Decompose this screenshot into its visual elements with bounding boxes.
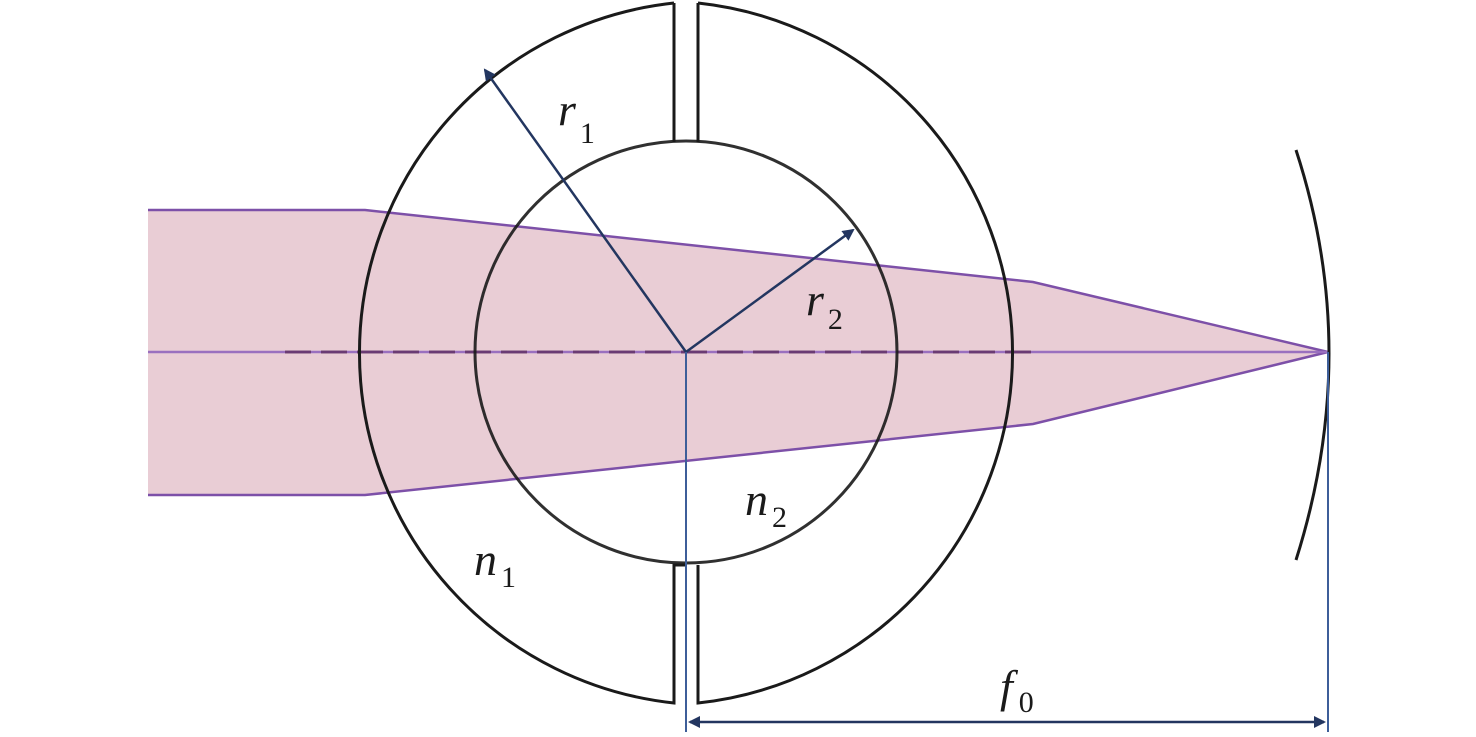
r1-arrow [483,68,688,353]
outer-ring-left [357,1,686,705]
beam-lower-edge [148,350,1329,497]
beam-upper-edge [148,208,1329,354]
r2-arrow [685,228,855,354]
outer-ring-right [696,1,1015,705]
